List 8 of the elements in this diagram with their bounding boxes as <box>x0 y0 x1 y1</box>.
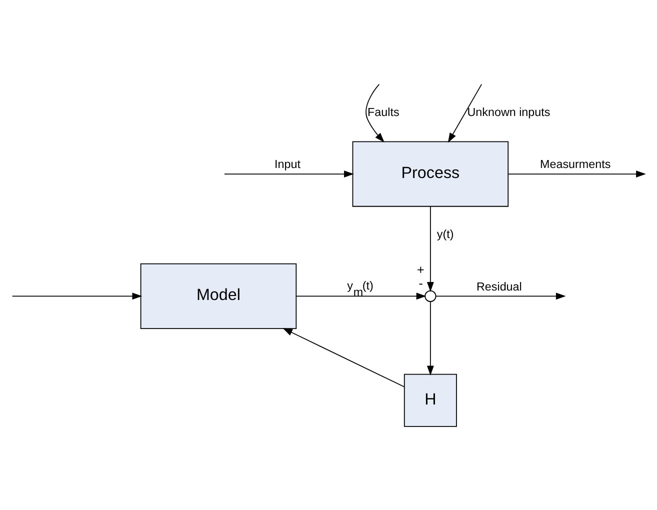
edge-label: Measurments <box>540 158 611 172</box>
edge-label: Input <box>274 158 300 172</box>
edge-label: Unknown inputs <box>467 106 550 120</box>
edge-label: y(t) <box>436 228 454 242</box>
node-label: + <box>416 262 424 277</box>
node-label: - <box>418 276 423 290</box>
edge-label: Residual <box>476 280 522 294</box>
edge-label: Faults <box>368 106 400 120</box>
